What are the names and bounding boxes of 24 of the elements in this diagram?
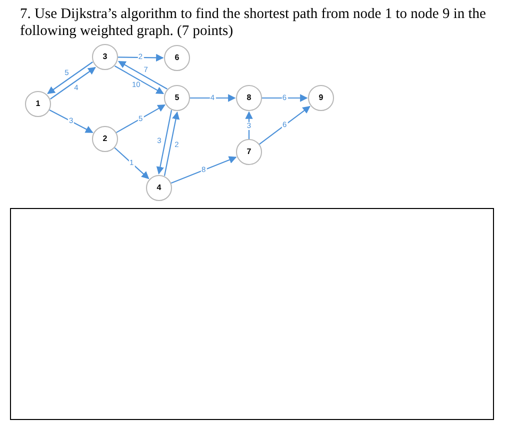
- arrow: [259, 106, 310, 145]
- arrow: [190, 94, 236, 102]
- graph-node: 2: [92, 126, 118, 152]
- graph-node: 3: [92, 44, 118, 70]
- arrow: [118, 60, 168, 90]
- question-text: 7. Use Dijkstra’s algorithm to find the shortest path from node 1 to node 9 in the following weighted graph. (7 points): [20, 6, 487, 40]
- arrow: [114, 147, 150, 180]
- arrow: [50, 67, 96, 100]
- arrow: [262, 94, 308, 102]
- graph-node: 8: [236, 85, 262, 111]
- arrow: [47, 62, 93, 94]
- arrow: [156, 110, 172, 174]
- graph-node: 5: [164, 85, 190, 111]
- graph-node: 1: [25, 91, 51, 117]
- arrow: [114, 66, 164, 94]
- arrow: [170, 156, 237, 184]
- graph-node: 9: [308, 85, 334, 111]
- graph-node: 6: [164, 45, 190, 71]
- arrow: [116, 104, 166, 134]
- arrow: [118, 54, 164, 62]
- graph-node: 4: [146, 175, 172, 201]
- arrow: [49, 110, 94, 133]
- arrow: [164, 112, 180, 176]
- graph-node: 7: [236, 139, 262, 165]
